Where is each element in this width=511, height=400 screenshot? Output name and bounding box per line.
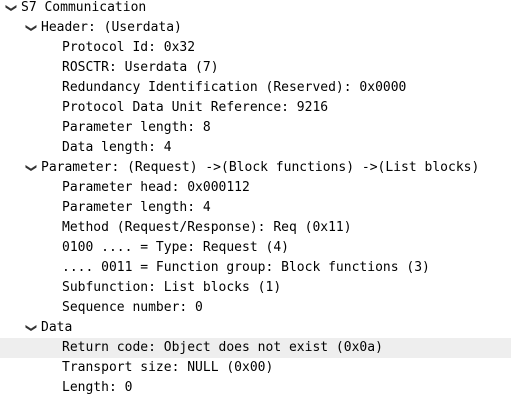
- chevron-down-icon[interactable]: ❯: [5, 3, 18, 13]
- field-text: Parameter head: 0x000112: [62, 180, 250, 195]
- field-text: Redundancy Identification (Reserved): 0x…: [62, 80, 407, 95]
- field-text: ROSCTR: Userdata (7): [62, 60, 219, 75]
- tree-field-length[interactable]: Length: 0: [0, 378, 511, 398]
- tree-node-parameter[interactable]: ❯ Parameter: (Request) ->(Block function…: [0, 158, 511, 178]
- field-text: Return code: Object does not exist (0x0a…: [62, 340, 383, 355]
- node-label: Parameter: (Request) ->(Block functions)…: [41, 160, 480, 175]
- node-label: S7 Communication: [21, 0, 147, 15]
- field-text: Length: 0: [62, 380, 133, 395]
- field-text: Protocol Data Unit Reference: 9216: [62, 100, 329, 115]
- node-label: Data: [41, 320, 73, 335]
- tree-field-parameter-length[interactable]: Parameter length: 4: [0, 198, 511, 218]
- field-text: .... 0011 = Function group: Block functi…: [62, 260, 430, 275]
- tree-field-type[interactable]: 0100 .... = Type: Request (4): [0, 238, 511, 258]
- tree-field-redundancy-identification[interactable]: Redundancy Identification (Reserved): 0x…: [0, 78, 511, 98]
- field-text: Parameter length: 8: [62, 120, 211, 135]
- tree-field-parameter-head[interactable]: Parameter head: 0x000112: [0, 178, 511, 198]
- tree-node-s7-communication[interactable]: ❯ S7 Communication: [0, 0, 511, 18]
- tree-node-header[interactable]: ❯ Header: (Userdata): [0, 18, 511, 38]
- field-text: Data length: 4: [62, 140, 172, 155]
- tree-field-data-length[interactable]: Data length: 4: [0, 138, 511, 158]
- tree-field-function-group[interactable]: .... 0011 = Function group: Block functi…: [0, 258, 511, 278]
- tree-field-return-code[interactable]: Return code: Object does not exist (0x0a…: [0, 338, 511, 358]
- chevron-down-icon[interactable]: ❯: [25, 163, 38, 173]
- tree-field-method[interactable]: Method (Request/Response): Req (0x11): [0, 218, 511, 238]
- tree-field-parameter-length[interactable]: Parameter length: 8: [0, 118, 511, 138]
- tree-node-data[interactable]: ❯ Data: [0, 318, 511, 338]
- field-text: Protocol Id: 0x32: [62, 40, 196, 55]
- tree-field-rosctr[interactable]: ROSCTR: Userdata (7): [0, 58, 511, 78]
- field-text: Method (Request/Response): Req (0x11): [62, 220, 352, 235]
- field-text: Sequence number: 0: [62, 300, 203, 315]
- field-text: Parameter length: 4: [62, 200, 211, 215]
- tree-field-sequence-number[interactable]: Sequence number: 0: [0, 298, 511, 318]
- tree-field-pdu-reference[interactable]: Protocol Data Unit Reference: 9216: [0, 98, 511, 118]
- node-label: Header: (Userdata): [41, 20, 182, 35]
- field-text: 0100 .... = Type: Request (4): [62, 240, 289, 255]
- chevron-down-icon[interactable]: ❯: [25, 323, 38, 333]
- field-text: Subfunction: List blocks (1): [62, 280, 282, 295]
- tree-field-subfunction[interactable]: Subfunction: List blocks (1): [0, 278, 511, 298]
- tree-field-transport-size[interactable]: Transport size: NULL (0x00): [0, 358, 511, 378]
- field-text: Transport size: NULL (0x00): [62, 360, 274, 375]
- tree-field-protocol-id[interactable]: Protocol Id: 0x32: [0, 38, 511, 58]
- chevron-down-icon[interactable]: ❯: [25, 23, 38, 33]
